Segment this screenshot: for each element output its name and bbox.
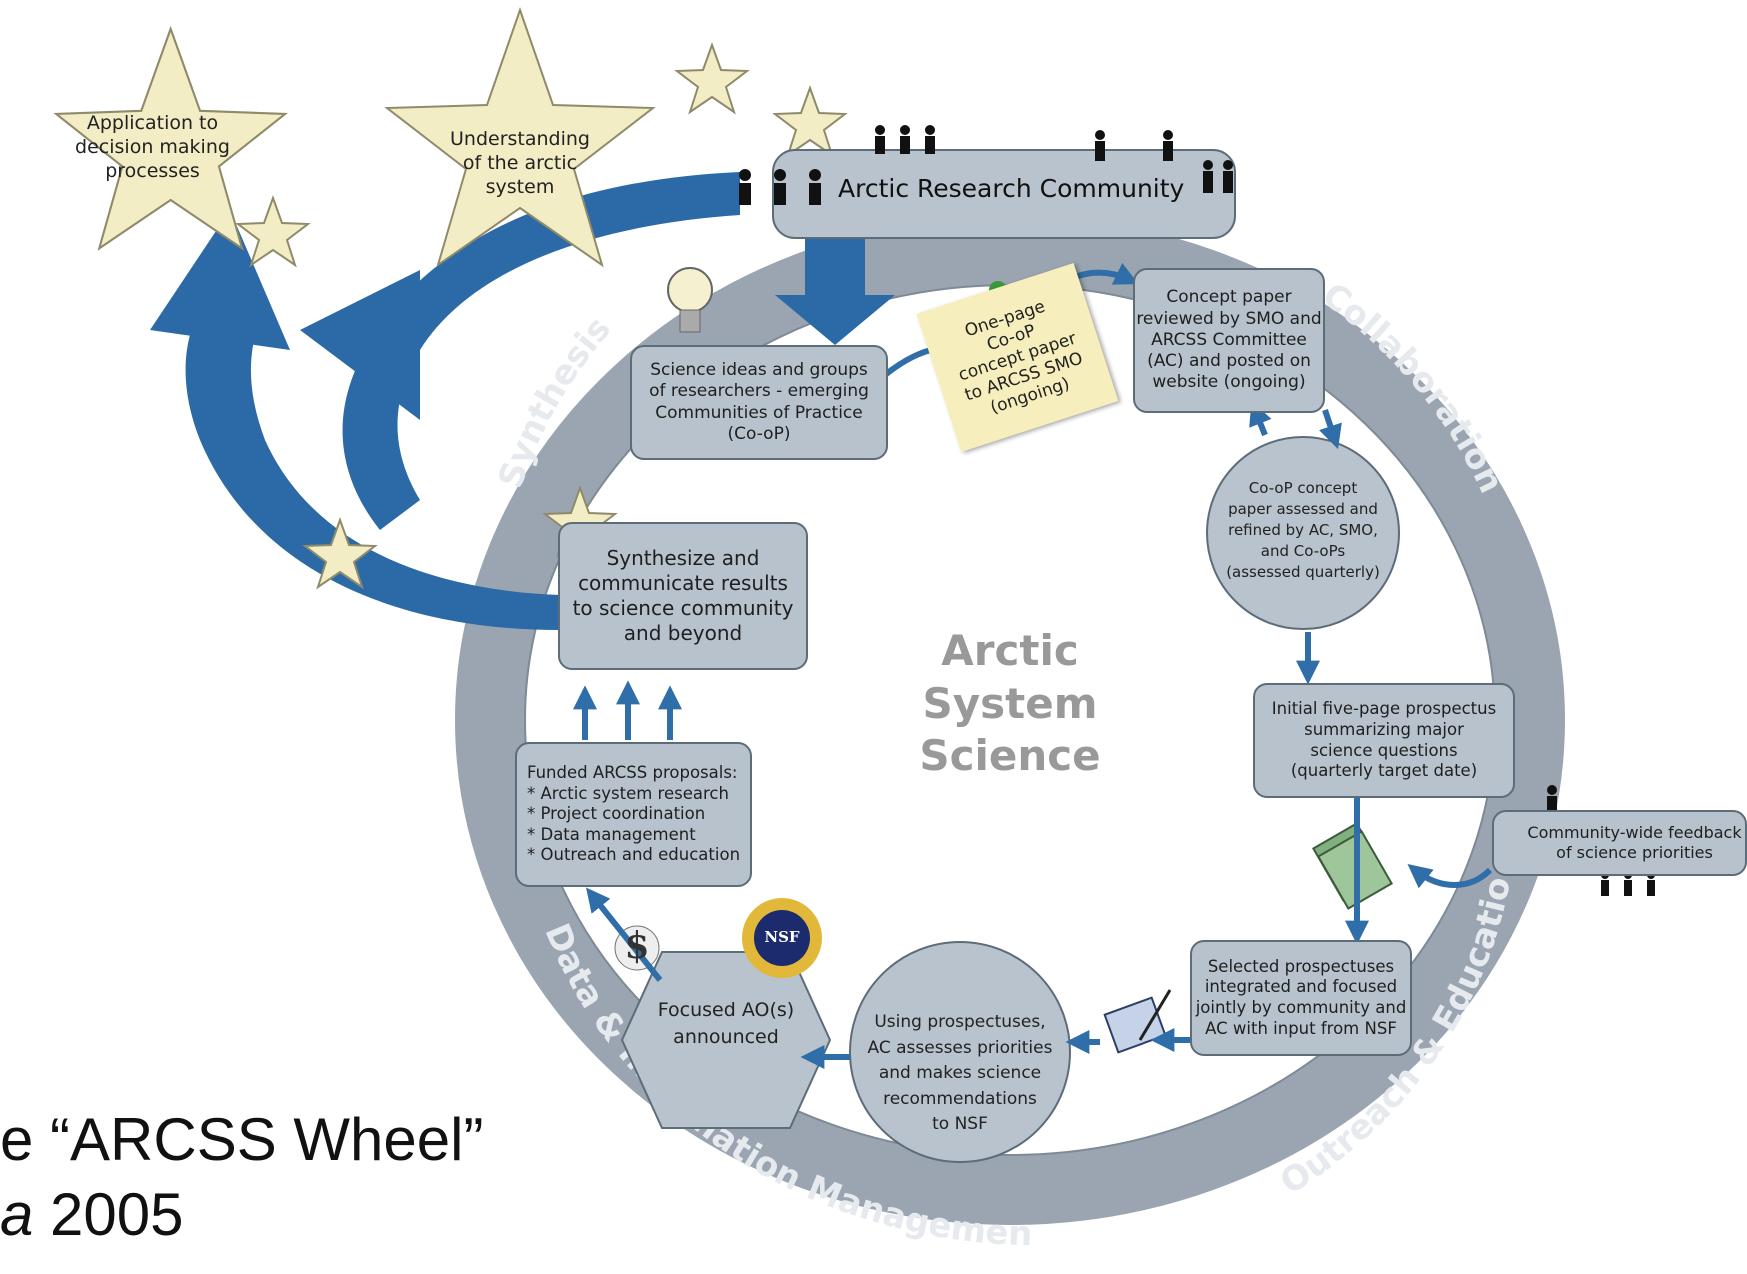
people-icon-group-3 xyxy=(1095,130,1233,193)
arrow-focused-to-funded xyxy=(586,887,663,982)
caption-line-2-rest: 2005 xyxy=(33,1181,184,1248)
star-understanding xyxy=(384,6,656,268)
node-prospectus: Initial five-page prospectus summarizing… xyxy=(1253,683,1515,798)
star-small-2 xyxy=(772,85,848,158)
node-synthesize-results: Synthesize and communicate results to sc… xyxy=(558,522,808,670)
star-small-4 xyxy=(302,517,378,590)
star-application xyxy=(53,25,288,251)
caption-line-2: a 2005 xyxy=(0,1180,184,1249)
arrow-review-to-circle xyxy=(1319,409,1342,450)
nsf-seal-label: NSF xyxy=(764,928,800,946)
star-small-1 xyxy=(674,42,750,115)
caption-line-1: e “ARCSS Wheel” xyxy=(0,1106,484,1173)
documents-icon xyxy=(1311,822,1394,910)
arrow-feedback-to-stack xyxy=(1407,864,1493,889)
node-community-feedback: Community-wide feedback of science prior… xyxy=(1492,810,1747,876)
star-application-label: Application to decision making processes xyxy=(75,112,230,182)
node-science-ideas: Science ideas and groups of researchers … xyxy=(630,345,888,460)
community-bar-label: Arctic Research Community xyxy=(838,174,1185,203)
lightbulb-icon xyxy=(667,267,713,333)
swoosh-arrow-understanding xyxy=(342,172,740,530)
wheel-ring xyxy=(455,215,1565,1225)
swoosh-arrow-understanding-head xyxy=(300,270,420,420)
node-concept-reviewed: Concept paper reviewed by SMO and ARCSS … xyxy=(1133,268,1325,413)
swoosh-arrow-application-head xyxy=(150,210,290,350)
node-funded-proposals: Funded ARCSS proposals: * Arctic system … xyxy=(515,742,752,887)
star-understanding-label: Understanding of the arctic system xyxy=(450,128,590,198)
down-arrow-community xyxy=(775,230,895,345)
people-icon-group-1 xyxy=(739,169,821,205)
people-icon-group-2 xyxy=(875,125,935,154)
node-using-prospectuses: Using prospectuses, AC assesses prioriti… xyxy=(867,1012,1053,1134)
node-selected-prospectuses: Selected prospectuses integrated and foc… xyxy=(1190,940,1412,1056)
star-small-3 xyxy=(235,195,311,268)
community-bar-box xyxy=(772,149,1236,239)
center-title: Arctic System Science xyxy=(919,626,1101,780)
coop-assessed-circle xyxy=(1206,436,1400,630)
node-coop-assessed: Co-oP concept paper assessed and refined… xyxy=(1226,479,1380,581)
arrow-circle-to-review xyxy=(1249,401,1272,437)
caption-line-2-italic: a xyxy=(0,1181,34,1248)
dollar-sign: $ xyxy=(624,925,650,967)
signed-paper-icon xyxy=(1103,989,1172,1054)
node-focused-ao: Focused AO(s) announced xyxy=(657,999,795,1048)
nsf-seal-icon xyxy=(742,898,822,978)
